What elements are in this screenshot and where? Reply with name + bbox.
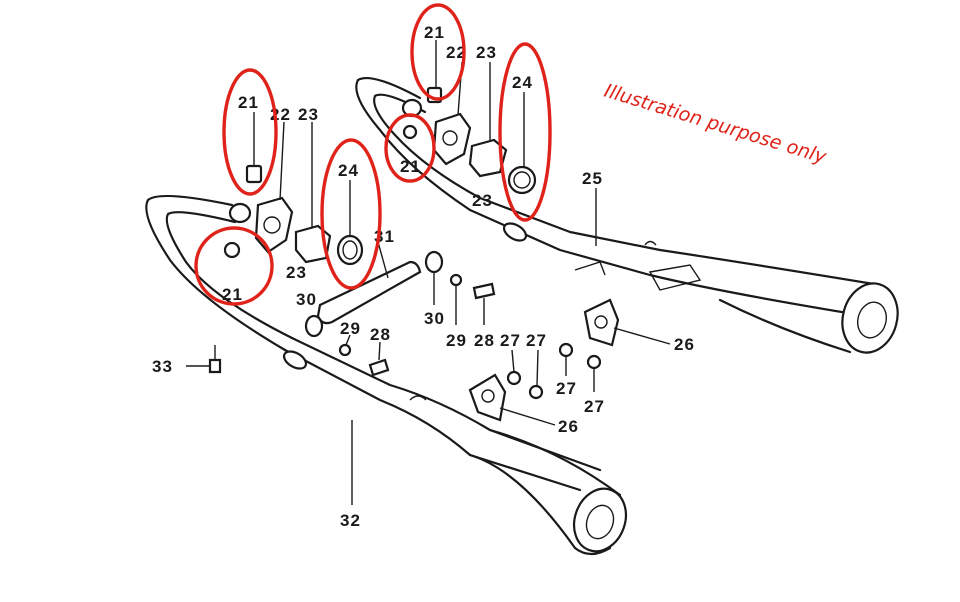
label-29: 29 xyxy=(340,319,361,338)
label-24: 24 xyxy=(338,161,359,180)
highlight-circle xyxy=(498,42,552,222)
label-27: 27 xyxy=(526,331,547,350)
label-32: 32 xyxy=(340,511,361,530)
label-21: 21 xyxy=(424,23,445,42)
highlight-circle xyxy=(384,113,436,183)
label-24: 24 xyxy=(512,73,533,92)
label-21: 21 xyxy=(400,157,421,176)
label-22: 22 xyxy=(446,43,467,62)
label-23: 23 xyxy=(472,191,493,210)
part-number-labels: 21 22 23 24 21 23 31 30 29 28 33 32 21 2… xyxy=(152,23,695,530)
right-exhaust-pipe xyxy=(355,77,899,354)
label-33: 33 xyxy=(152,357,173,376)
label-28: 28 xyxy=(370,325,391,344)
right-flange-group xyxy=(401,40,597,246)
crossover-hardware xyxy=(186,241,496,505)
label-30: 30 xyxy=(296,290,317,309)
label-29: 29 xyxy=(446,331,467,350)
label-23: 23 xyxy=(298,105,319,124)
highlight-circle xyxy=(320,138,382,290)
illustration-note: Illustration purpose only xyxy=(602,80,830,169)
label-30: 30 xyxy=(424,309,445,328)
label-25: 25 xyxy=(582,169,603,188)
left-exhaust-pipe xyxy=(145,194,628,556)
label-21: 21 xyxy=(222,285,243,304)
highlight-circle xyxy=(194,226,274,306)
mount-brackets xyxy=(468,298,671,426)
label-23: 23 xyxy=(476,43,497,62)
highlight-circle xyxy=(222,68,278,196)
label-26: 26 xyxy=(674,335,695,354)
label-27: 27 xyxy=(584,397,605,416)
label-26: 26 xyxy=(558,417,579,436)
label-27: 27 xyxy=(500,331,521,350)
label-27: 27 xyxy=(556,379,577,398)
label-21: 21 xyxy=(238,93,259,112)
label-23: 23 xyxy=(286,263,307,282)
highlight-circle xyxy=(410,3,466,101)
highlight-circles xyxy=(194,3,552,306)
left-flange-group xyxy=(223,112,364,266)
label-28: 28 xyxy=(474,331,495,350)
